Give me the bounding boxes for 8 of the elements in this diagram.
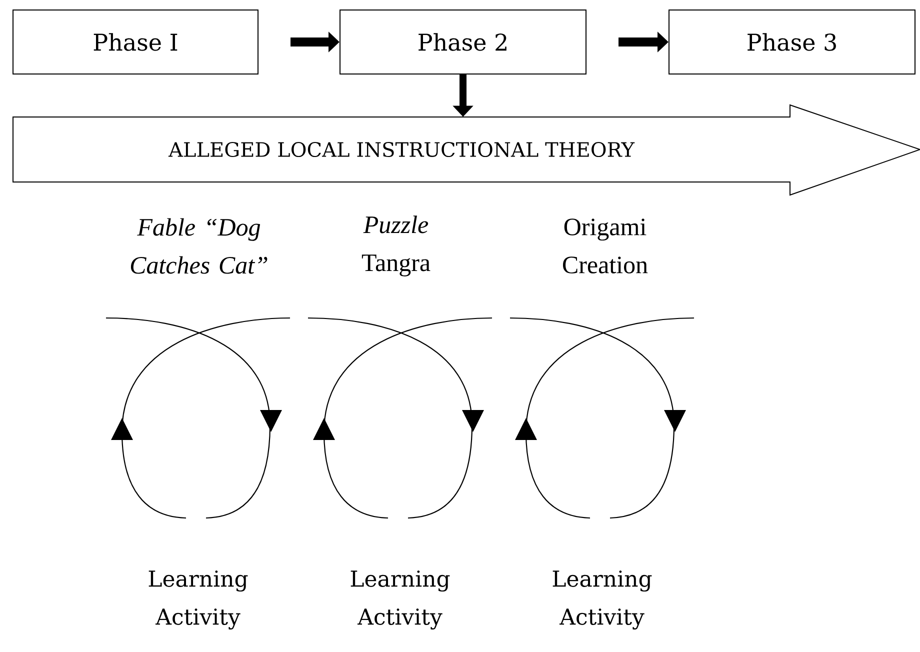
caption-text: Origami Creation bbox=[562, 218, 648, 274]
caption-text: Fable “Dog Catches Cat” bbox=[130, 218, 268, 274]
loop-label: Learning Activity bbox=[148, 570, 248, 630]
phase-box: Phase 3 bbox=[668, 10, 916, 74]
phase-box: Phase I bbox=[12, 10, 258, 74]
phase-box: Phase 2 bbox=[340, 10, 586, 74]
loop-label: Learning Activity bbox=[350, 570, 450, 630]
loop-label: Learning Activity bbox=[552, 570, 652, 630]
